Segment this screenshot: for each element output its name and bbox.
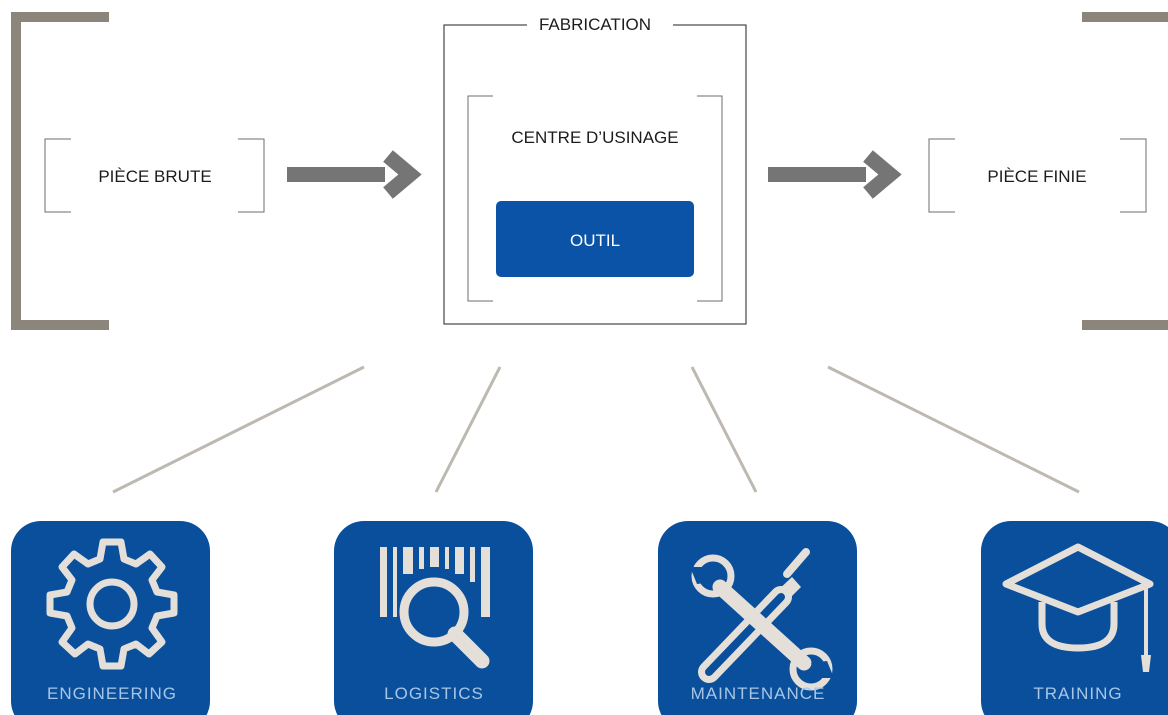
right-large-bracket: [1082, 12, 1168, 330]
finished-part-right-bracket: [1120, 138, 1147, 213]
barcode-magnifier-icon: [380, 547, 490, 669]
fabrication-frame: FABRICATION CENTRE D’USINAGE OUTIL: [443, 15, 747, 325]
finished-part-left-bracket: [928, 138, 955, 213]
arrow-raw-to-center: [287, 150, 422, 199]
service-label-training: TRAINING: [1033, 684, 1122, 703]
connector-logistics: [434, 366, 502, 493]
wrench-screwdriver-icon: [690, 548, 834, 691]
connector-training: [827, 365, 1080, 494]
arrow-center-to-finished: [768, 150, 902, 199]
graduation-cap-icon: [1002, 543, 1154, 672]
service-tile-training: TRAINING: [981, 521, 1168, 715]
connector-maintenance: [690, 366, 758, 493]
service-label-engineering: ENGINEERING: [47, 684, 177, 703]
raw-part-label: PIÈCE BRUTE: [98, 167, 211, 186]
raw-part-left-bracket: [44, 138, 71, 213]
service-tile-maintenance: MAINTENANCE: [658, 521, 857, 715]
service-label-maintenance: MAINTENANCE: [691, 684, 826, 703]
finished-part-node: PIÈCE FINIE: [928, 138, 1147, 213]
left-large-bracket: [11, 12, 109, 330]
machining-center-right-bracket: [697, 95, 723, 302]
machining-center-label: CENTRE D’USINAGE: [511, 128, 678, 147]
tool-label: OUTIL: [570, 231, 620, 250]
service-tile-engineering: ENGINEERING: [11, 521, 210, 715]
finished-part-label: PIÈCE FINIE: [987, 167, 1086, 186]
gear-icon: [46, 538, 178, 670]
fabrication-border: [443, 24, 747, 325]
raw-part-right-bracket: [238, 138, 265, 213]
service-label-logistics: LOGISTICS: [384, 684, 484, 703]
connector-engineering: [112, 365, 365, 494]
raw-part-node: PIÈCE BRUTE: [44, 138, 265, 213]
service-tile-logistics: LOGISTICS: [334, 521, 533, 715]
machining-center-left-bracket: [467, 95, 493, 302]
fabrication-label: FABRICATION: [539, 15, 651, 34]
tool-box: [496, 201, 694, 277]
